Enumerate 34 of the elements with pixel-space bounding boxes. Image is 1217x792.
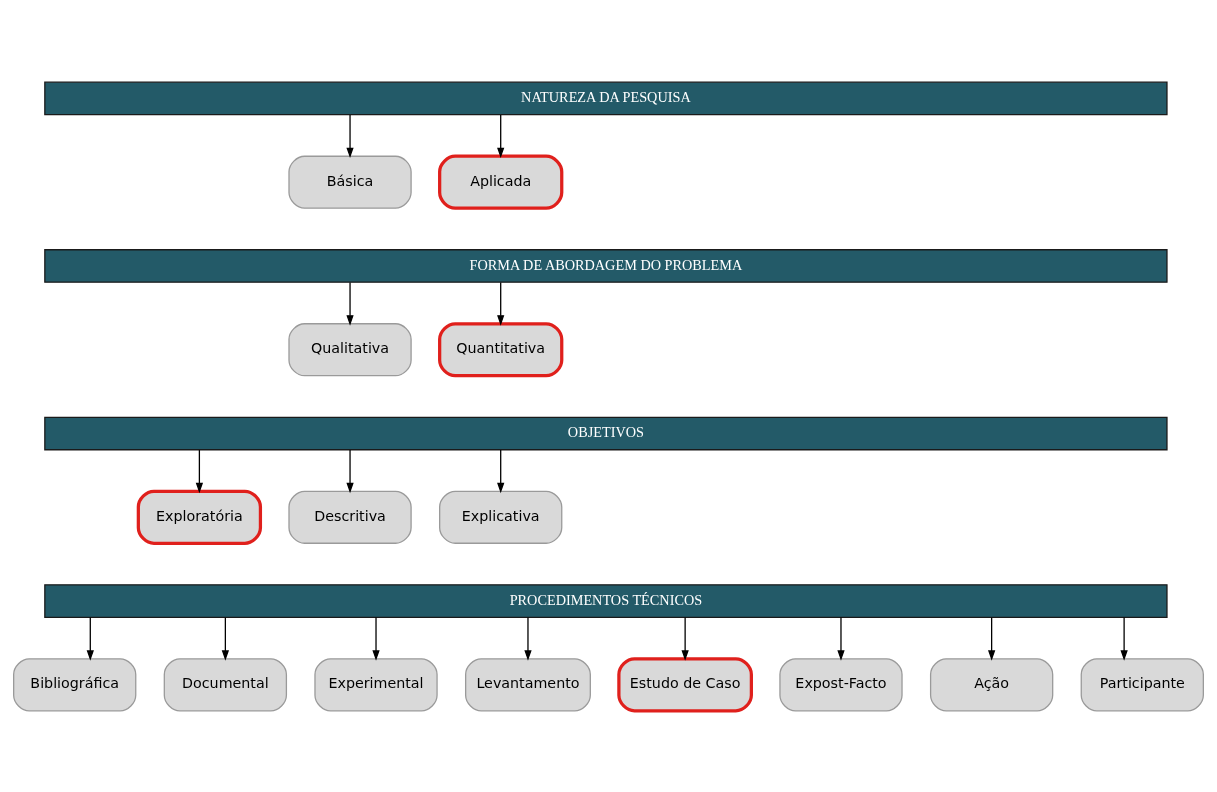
arrow bbox=[346, 448, 354, 493]
node-box: Quantitativa bbox=[438, 321, 564, 377]
node-box: PROCEDIMENTOS TÉCNICOS bbox=[44, 583, 1168, 618]
arrow bbox=[837, 616, 845, 661]
node-box: Básica bbox=[288, 155, 412, 209]
node-box: NATUREZA DA PESQUISA bbox=[44, 81, 1168, 115]
arrow bbox=[988, 616, 996, 661]
arrow bbox=[86, 616, 94, 661]
node-box: Qualitativa bbox=[288, 322, 412, 376]
arrow bbox=[497, 113, 505, 158]
node-box: Participante bbox=[1080, 657, 1204, 711]
node-box: Aplicada bbox=[438, 154, 564, 210]
node-box: Documental bbox=[163, 657, 288, 711]
node-box: Experimental bbox=[314, 657, 438, 711]
node-box: Levantamento bbox=[465, 657, 591, 711]
arrow bbox=[497, 281, 505, 326]
node-box: OBJETIVOS bbox=[44, 416, 1168, 450]
node-box: Bibliográfica bbox=[13, 657, 137, 711]
node-box: FORMA DE ABORDAGEM DO PROBLEMA bbox=[44, 248, 1168, 283]
arrow bbox=[681, 616, 689, 661]
arrow bbox=[221, 616, 229, 661]
node-box: Expost-Facto bbox=[779, 657, 903, 711]
node-box: Estudo de Caso bbox=[617, 656, 753, 712]
node-box: Descritiva bbox=[288, 490, 412, 544]
arrow bbox=[1120, 616, 1128, 661]
arrow bbox=[372, 616, 380, 661]
node-box: Exploratória bbox=[136, 489, 263, 545]
arrow bbox=[497, 448, 505, 493]
arrow bbox=[346, 113, 354, 158]
node-box: Explicativa bbox=[439, 490, 563, 544]
arrow bbox=[195, 448, 204, 493]
arrow bbox=[524, 616, 532, 661]
arrow bbox=[346, 281, 354, 326]
node-box: Ação bbox=[929, 657, 1054, 711]
